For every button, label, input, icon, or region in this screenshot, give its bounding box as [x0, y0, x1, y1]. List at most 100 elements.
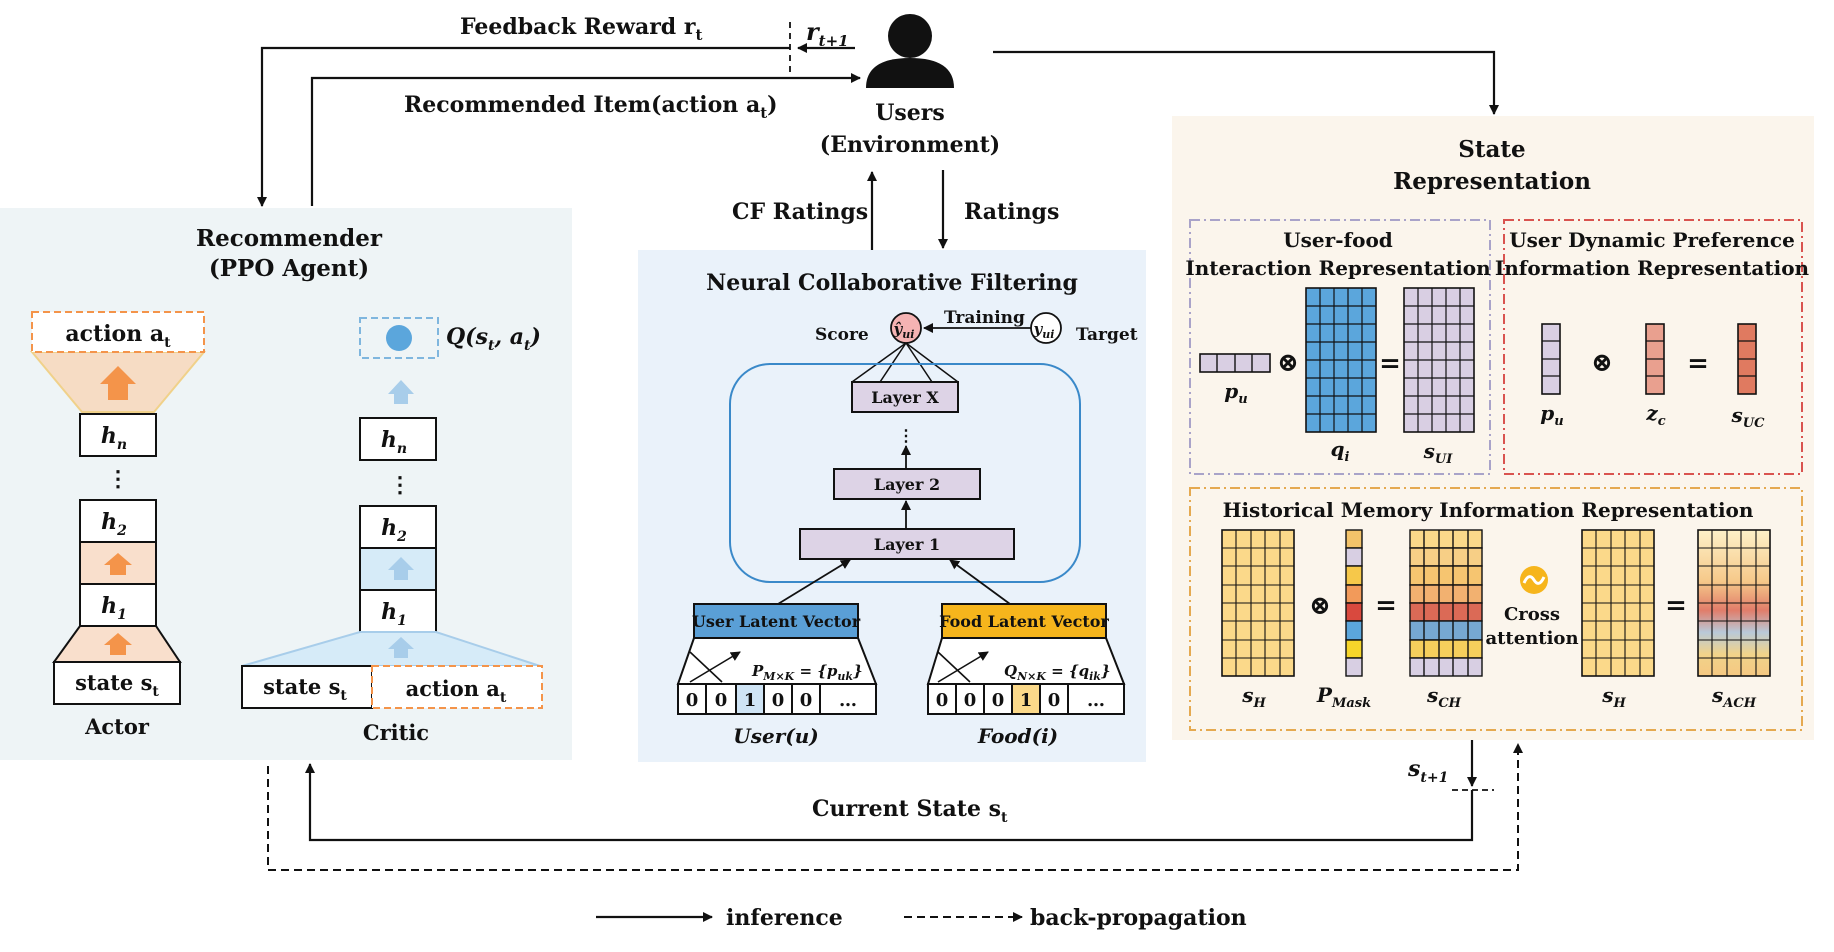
sch-label: sCH — [1426, 683, 1462, 711]
sach-grid — [1698, 530, 1770, 676]
current-state-label: Current State st — [812, 796, 1008, 826]
food-onehot-vector — [927, 683, 1125, 715]
state-title: State — [1458, 136, 1525, 163]
cross-label: Cross — [1504, 604, 1560, 625]
svg-text:…: … — [1087, 690, 1105, 711]
user-food-box — [1189, 219, 1491, 475]
user-vector-cells: 0 0 1 0 0 … — [686, 690, 857, 711]
cross-attention-icon — [1520, 566, 1548, 594]
suc-label: sUC — [1731, 403, 1766, 431]
sh-label: sH — [1241, 683, 1266, 711]
sch-matrix — [1409, 529, 1483, 677]
user-onehot-vector — [677, 683, 877, 715]
sui-label: sUI — [1423, 439, 1454, 467]
recommended-item-arrow — [310, 73, 861, 206]
svg-text:1: 1 — [1020, 690, 1033, 711]
layer-1 — [799, 528, 1015, 560]
critic-dots: ⋮ — [389, 472, 411, 498]
legend-inference-label: inference — [726, 905, 843, 931]
actor-action-label: action at — [65, 321, 171, 351]
ncf-title: Neural Collaborative Filtering — [706, 270, 1078, 296]
target-label: Target — [1076, 325, 1138, 345]
agent-subtitle: (PPO Agent) — [209, 255, 369, 282]
actor-up-arrow-3 — [104, 633, 132, 655]
zc-label: zc — [1645, 401, 1665, 429]
target-score-label: yui — [1033, 320, 1055, 341]
critic-network — [241, 317, 543, 709]
critic-q-label: Q(st, at) — [446, 324, 541, 354]
svg-text:0: 0 — [992, 690, 1005, 711]
critic-up-arrow-1 — [388, 380, 414, 404]
user-caption: User(u) — [733, 724, 818, 748]
current-state-arrow — [305, 740, 1494, 842]
score-label: Score — [815, 325, 869, 345]
actor-hn-label: hn — [101, 423, 127, 453]
reward-next-label: rt+1 — [806, 17, 849, 50]
food-matrix-label: QN×K = {qik} — [1004, 662, 1111, 683]
layer-x — [851, 381, 959, 413]
ncf-layers-frame — [729, 363, 1081, 583]
actor-network — [29, 311, 207, 705]
actor-dots: ⋮ — [107, 466, 129, 492]
svg-text:0: 0 — [715, 690, 728, 711]
qi-label: qi — [1331, 437, 1350, 465]
legend-backprop-label: back-propagation — [1030, 905, 1247, 931]
user-to-layer1-arrow — [777, 559, 851, 605]
actor-state-label: state st — [75, 670, 159, 700]
pu-vector — [1199, 353, 1271, 373]
sh2-label: sH — [1601, 683, 1626, 711]
critic-h1-label: h1 — [381, 599, 407, 629]
pmask-vector — [1345, 529, 1363, 677]
critic-caption: Critic — [363, 720, 429, 745]
feedback-reward-label: Feedback Reward rt — [460, 14, 702, 44]
equals-3: = — [1375, 591, 1397, 621]
layer-2 — [833, 468, 981, 500]
user-dynamic-subtitle: Information Representation — [1495, 256, 1810, 280]
svg-text:0: 0 — [936, 690, 949, 711]
critic-h2-label: h2 — [381, 515, 407, 545]
predicted-score-label: ŷui — [893, 320, 915, 341]
otimes-1: ⊗ — [1277, 348, 1299, 378]
critic-up-arrow-2 — [388, 557, 414, 580]
equals-4: = — [1665, 591, 1687, 621]
critic-action-label: action at — [406, 676, 507, 706]
sach-label: sACH — [1711, 683, 1757, 711]
layer-1-label: Layer 1 — [874, 535, 940, 554]
svg-text:0: 0 — [964, 690, 977, 711]
equals-1: = — [1379, 349, 1401, 379]
pmask-label: PMask — [1316, 683, 1371, 711]
critic-state-label: state st — [263, 674, 347, 704]
equals-2: = — [1687, 349, 1709, 379]
historical-memory-title: Historical Memory Information Representa… — [1223, 498, 1754, 522]
user-food-subtitle: Interaction Representation — [1185, 256, 1491, 280]
critic-up-arrow-3 — [388, 637, 414, 658]
actor-h1-label: h1 — [101, 593, 127, 623]
actor-h2-label: h2 — [101, 509, 127, 539]
svg-text:…: … — [839, 690, 857, 711]
actor-action-box — [31, 311, 205, 353]
q-value-node — [386, 325, 412, 351]
users-subtitle: (Environment) — [820, 132, 1000, 158]
training-label: Training — [944, 308, 1025, 328]
user-latent-label: User Latent Vector — [692, 612, 861, 631]
actor-caption: Actor — [84, 714, 150, 739]
attention-label: attention — [1485, 628, 1578, 649]
svg-text:0: 0 — [772, 690, 785, 711]
food-vector-cells: 0 0 0 1 0 … — [936, 690, 1105, 711]
food-latent-vector — [941, 603, 1107, 639]
user-dynamic-box — [1503, 219, 1803, 475]
backprop-arrow — [267, 743, 1523, 871]
otimes-3: ⊗ — [1309, 591, 1331, 621]
historical-memory-box — [1189, 487, 1803, 731]
qi-grid — [1306, 288, 1376, 432]
user-food-title: User-food — [1283, 228, 1393, 252]
ratings-label: Ratings — [964, 199, 1059, 225]
users-to-state-arrow — [993, 50, 1499, 115]
cf-ratings-label: CF Ratings — [732, 199, 868, 225]
ncf-output-nodes — [851, 312, 1062, 383]
svg-text:0: 0 — [1048, 690, 1061, 711]
ncf-layer-dots: ⋮ — [898, 426, 914, 445]
food-latent-label: Food Latent Vector — [939, 612, 1109, 631]
user-matrix-label: PM×K = {puk} — [751, 662, 863, 683]
